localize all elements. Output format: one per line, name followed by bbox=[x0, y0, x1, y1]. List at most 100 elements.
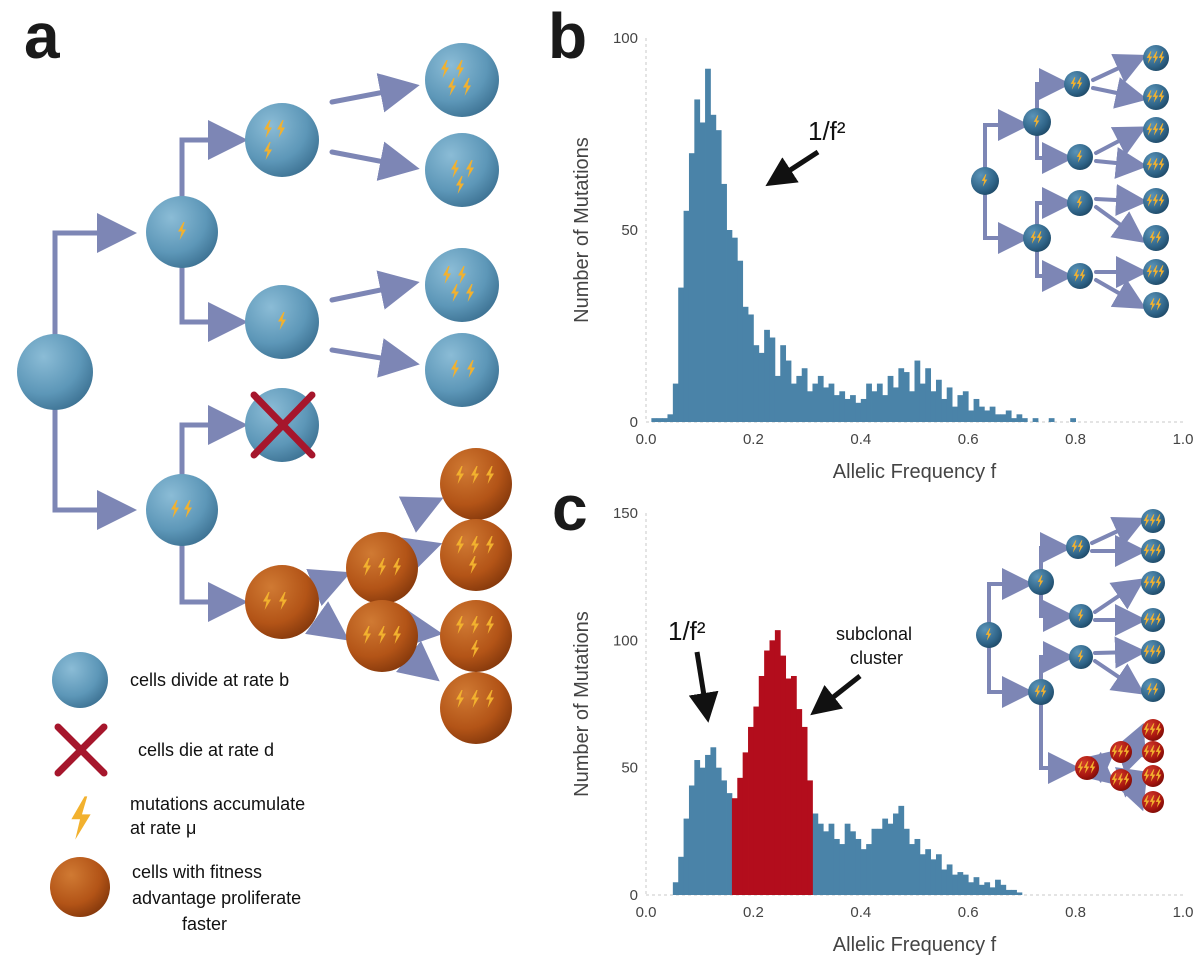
histogram-bar bbox=[833, 395, 840, 422]
histogram-bar bbox=[683, 210, 690, 422]
histogram-bar bbox=[946, 387, 953, 422]
histogram-bar bbox=[678, 856, 684, 895]
histogram-bar bbox=[667, 414, 674, 422]
histogram-bar bbox=[930, 391, 937, 422]
histogram-bar bbox=[705, 754, 711, 895]
tree-arrow bbox=[1094, 205, 1146, 244]
tree-arrow bbox=[1091, 53, 1147, 83]
histogram-bar bbox=[812, 383, 819, 422]
annotation-arrow bbox=[765, 149, 820, 187]
mini-cell bbox=[1143, 225, 1169, 251]
histogram-bar bbox=[914, 838, 921, 895]
x-tick-label: 0.2 bbox=[743, 431, 764, 448]
tree-arrow bbox=[1035, 187, 1074, 226]
histogram-bar bbox=[1016, 892, 1023, 895]
histogram-bar bbox=[1005, 410, 1012, 422]
legend: cells divide at rate b cells die at rate… bbox=[50, 652, 305, 934]
x-tick-label: 0.4 bbox=[850, 431, 871, 448]
y-tick-label: 0 bbox=[630, 887, 638, 904]
histogram-bar bbox=[903, 372, 910, 422]
histogram-bar bbox=[731, 237, 738, 422]
tree-arrow bbox=[1094, 278, 1147, 309]
histogram-bar bbox=[839, 391, 846, 422]
panel-label-a: a bbox=[24, 0, 60, 72]
y-tick-label: 0 bbox=[630, 414, 638, 431]
histogram-bar bbox=[737, 260, 744, 422]
y-axis-label: Number of Mutations bbox=[571, 137, 593, 323]
tree-arrow bbox=[329, 73, 420, 113]
x-axis-label: Allelic Frequency f bbox=[833, 934, 997, 956]
histogram-bar bbox=[758, 352, 765, 422]
grid bbox=[645, 38, 1183, 423]
mini-tree bbox=[976, 509, 1165, 813]
tree-arrow bbox=[983, 109, 1030, 169]
legend-fitness-line1: cells with fitness bbox=[132, 862, 262, 882]
x-tick-label: 1.0 bbox=[1173, 431, 1194, 448]
histogram-bar bbox=[855, 838, 862, 895]
histogram-bar bbox=[780, 655, 787, 895]
histogram-bar bbox=[801, 726, 808, 895]
histogram-bar bbox=[823, 831, 829, 895]
tree-arrow bbox=[1080, 751, 1116, 785]
histogram-bar bbox=[935, 379, 942, 422]
histogram-bar bbox=[909, 391, 915, 422]
tree-arrow bbox=[983, 193, 1030, 254]
histogram-bar bbox=[844, 398, 851, 422]
tree-arrow bbox=[329, 338, 420, 378]
tree-arrow bbox=[179, 405, 248, 481]
tree-arrow bbox=[1039, 532, 1072, 571]
histogram-bar bbox=[984, 410, 991, 422]
tree-arrow bbox=[397, 536, 443, 575]
histogram-bar bbox=[914, 360, 921, 422]
histogram-bar bbox=[984, 882, 991, 895]
histogram-bar bbox=[753, 706, 760, 895]
histogram-bar bbox=[978, 406, 985, 422]
tree-arrow bbox=[395, 640, 440, 682]
histogram-bar bbox=[699, 122, 706, 422]
histogram-bar bbox=[1011, 418, 1017, 422]
histogram-bar bbox=[823, 387, 829, 422]
histogram-bar bbox=[769, 337, 776, 422]
tree-arrow bbox=[305, 601, 350, 641]
cluster-annotation-line1: subclonal bbox=[836, 624, 912, 644]
histogram-bar bbox=[726, 793, 733, 895]
histogram-bar bbox=[721, 780, 727, 895]
tree-arrow bbox=[1080, 750, 1116, 784]
histogram-bar bbox=[844, 823, 851, 895]
histogram-bar bbox=[839, 844, 846, 895]
tree-arrow bbox=[1094, 184, 1148, 216]
legend-fitness-line2: advantage proliferate bbox=[132, 888, 301, 908]
mini-cell bbox=[1143, 292, 1169, 318]
histogram-bar bbox=[866, 383, 872, 422]
histogram-bar bbox=[957, 395, 964, 422]
y-tick-label: 100 bbox=[613, 30, 638, 47]
histogram-bar bbox=[683, 818, 690, 895]
histogram-bar bbox=[871, 391, 878, 422]
histogram-bar bbox=[989, 887, 996, 895]
tree-arrow bbox=[1035, 134, 1074, 174]
tree-arrow bbox=[1093, 578, 1145, 614]
histogram-bar bbox=[764, 329, 770, 422]
mini-tree bbox=[971, 45, 1169, 318]
legend-bolt-icon bbox=[71, 796, 91, 840]
histogram-bar bbox=[817, 823, 824, 895]
histogram-bar bbox=[758, 675, 765, 895]
cluster-annotation-line2: cluster bbox=[850, 648, 903, 668]
histogram-bar bbox=[925, 849, 932, 895]
tree-arrow bbox=[987, 646, 1034, 708]
histogram-bar bbox=[957, 872, 964, 895]
histogram-bar bbox=[1000, 414, 1007, 422]
histogram-bar bbox=[817, 375, 824, 422]
histogram-bar bbox=[898, 368, 905, 422]
histogram-bar bbox=[672, 383, 679, 422]
tree-arrow bbox=[1094, 147, 1148, 179]
histogram-bar bbox=[769, 640, 776, 895]
histogram-bar bbox=[850, 395, 856, 422]
histogram-bar bbox=[893, 813, 899, 895]
histogram-bar bbox=[672, 882, 679, 895]
tree-arrow bbox=[306, 569, 351, 607]
tree-arrow bbox=[179, 120, 248, 203]
histogram-bar bbox=[1032, 418, 1039, 422]
